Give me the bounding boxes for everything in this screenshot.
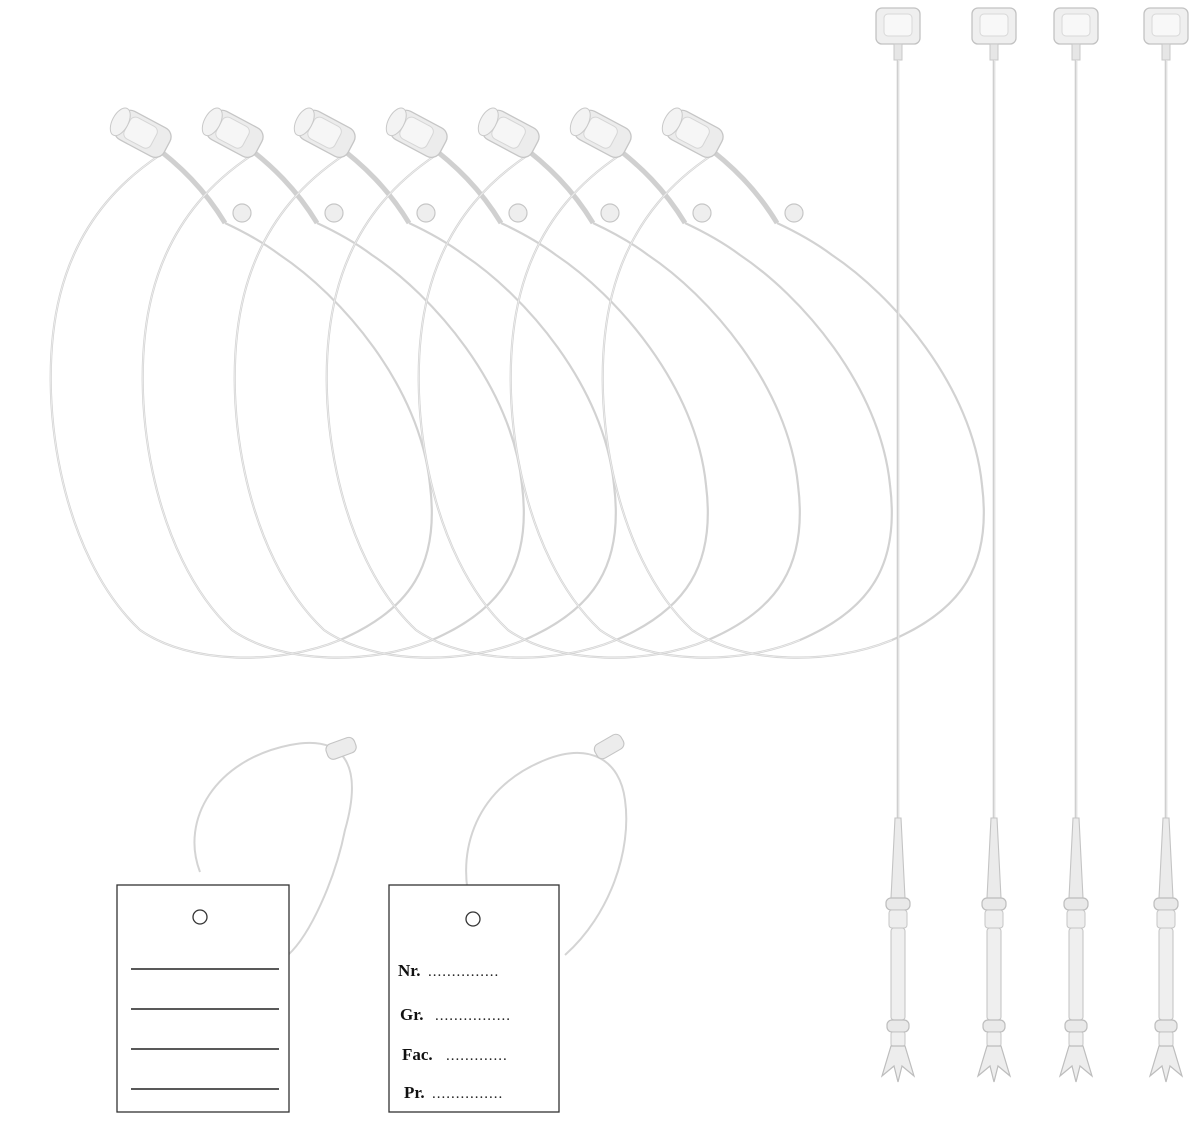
tag-write-lines (131, 968, 279, 1090)
tag-field-fac: Fac. ............. (402, 1045, 508, 1064)
tag-field-nr: Nr. ............... (398, 961, 499, 980)
tag-fastener-head-icon (593, 733, 625, 760)
tag-field-pr: Pr. ............... (404, 1083, 503, 1102)
tag-hole-icon (465, 911, 481, 927)
tag-field-label: Pr. (404, 1083, 425, 1102)
tag-field-dots: ............... (432, 1086, 503, 1102)
tag-field-dots: ............... (428, 964, 499, 980)
price-tag-lined (116, 736, 357, 1113)
tag-field-dots: ................ (435, 1008, 511, 1024)
tag-field-dots: ............. (446, 1048, 508, 1064)
tag-hole-icon (192, 909, 208, 925)
tag-field-label: Nr. (398, 961, 421, 980)
tag-field-label: Gr. (400, 1005, 423, 1024)
price-tag-labeled: Nr. ............... Gr. ................… (388, 733, 628, 1113)
tag-string (465, 752, 628, 956)
tag-field-label: Fac. (402, 1045, 433, 1064)
tag-field-gr: Gr. ................ (400, 1005, 511, 1024)
tag-fastener-head-icon (325, 736, 357, 760)
